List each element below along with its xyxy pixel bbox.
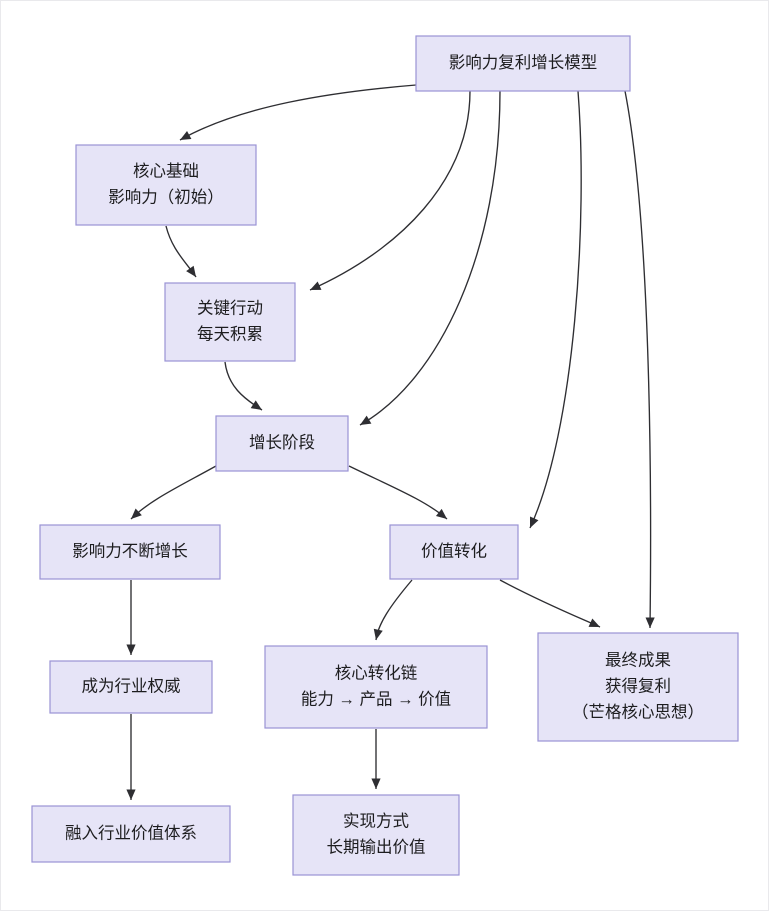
- node-box[interactable]: [389, 524, 519, 580]
- edge-root-to-growth: [359, 90, 501, 426]
- arrowhead-icon: [180, 130, 192, 140]
- edge-value-to-outcome: [499, 579, 601, 628]
- edge-line: [529, 90, 582, 529]
- node-label: 融入行业价值体系: [65, 823, 197, 842]
- node-system[interactable]: 融入行业价值体系: [31, 805, 231, 863]
- node-label: 影响力不断增长: [72, 541, 188, 560]
- node-label: 核心转化链: [335, 663, 418, 682]
- node-label: 价值转化: [421, 541, 487, 560]
- edge-root-to-core: [179, 84, 417, 141]
- node-box[interactable]: [415, 35, 631, 92]
- node-label: 关键行动: [197, 298, 263, 317]
- arrowhead-icon: [360, 415, 372, 425]
- node-label: 每天积累: [197, 324, 263, 343]
- arrowhead-icon: [186, 265, 196, 277]
- edge-chain-to-method: [371, 729, 381, 789]
- edge-action-to-growth: [224, 361, 263, 411]
- node-root[interactable]: 影响力复利增长模型: [415, 35, 631, 92]
- node-label: 能力 → 产品 → 价值: [301, 689, 451, 708]
- arrowhead-icon: [310, 281, 322, 290]
- edge-root-to-value: [529, 90, 582, 529]
- node-box[interactable]: [39, 524, 221, 580]
- edge-root-to-outcome: [624, 90, 655, 629]
- node-box[interactable]: [49, 660, 213, 714]
- arrowhead-icon: [250, 400, 262, 410]
- node-value[interactable]: 价值转化: [389, 524, 519, 580]
- node-label: 实现方式: [343, 811, 409, 830]
- node-label: （芒格核心思想）: [572, 702, 704, 721]
- node-box[interactable]: [537, 632, 739, 742]
- node-label: 增长阶段: [249, 433, 315, 452]
- node-label: 获得复利: [605, 676, 671, 695]
- edge-authority-to-system: [126, 714, 136, 800]
- edge-growth-to-value: [348, 465, 448, 520]
- node-label: 最终成果: [605, 650, 671, 669]
- node-label: 长期输出价值: [327, 837, 426, 856]
- arrowhead-icon: [645, 617, 655, 628]
- node-label: 核心基础: [133, 161, 199, 180]
- node-box[interactable]: [215, 415, 349, 472]
- node-label: 成为行业权威: [82, 676, 181, 695]
- edges-layer: [126, 84, 655, 800]
- edge-line: [309, 90, 471, 291]
- arrowhead-icon: [131, 508, 142, 519]
- edge-line: [130, 465, 217, 520]
- edge-value-to-chain: [373, 579, 413, 641]
- arrowhead-icon: [588, 618, 600, 627]
- edge-line: [624, 90, 652, 629]
- node-box[interactable]: [164, 282, 296, 362]
- node-box[interactable]: [31, 805, 231, 863]
- edge-line: [348, 465, 448, 520]
- node-label: 影响力（初始）: [108, 187, 224, 206]
- edge-line: [359, 90, 501, 426]
- arrowhead-icon: [126, 789, 136, 800]
- arrowhead-icon: [126, 644, 136, 655]
- node-box[interactable]: [264, 645, 488, 729]
- node-box[interactable]: [75, 144, 257, 226]
- edge-line: [179, 84, 417, 141]
- arrowhead-icon: [371, 778, 381, 789]
- node-authority[interactable]: 成为行业权威: [49, 660, 213, 714]
- node-growth[interactable]: 增长阶段: [215, 415, 349, 472]
- arrowhead-icon: [435, 508, 447, 519]
- edge-root-to-action: [309, 90, 471, 291]
- edge-influence-to-authority: [126, 580, 136, 655]
- arrowhead-icon: [373, 628, 383, 640]
- node-label: 影响力复利增长模型: [449, 53, 598, 72]
- node-influence[interactable]: 影响力不断增长: [39, 524, 221, 580]
- arrowhead-icon: [530, 516, 539, 528]
- edge-line: [499, 579, 601, 628]
- node-box[interactable]: [292, 794, 460, 876]
- edge-core-to-action: [165, 225, 197, 278]
- edge-growth-to-influence: [130, 465, 217, 520]
